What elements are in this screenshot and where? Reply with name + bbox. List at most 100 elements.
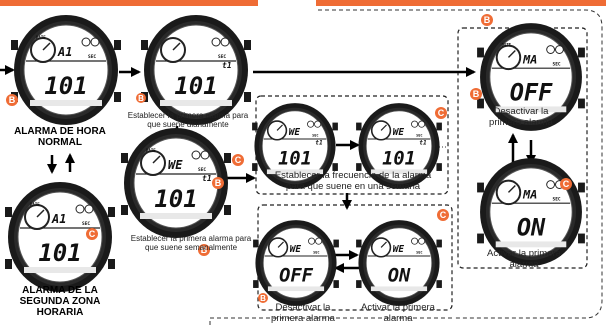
crown-button [578,233,585,244]
main-segment: 101 [382,149,416,170]
indicator-circle [191,150,201,160]
indicator-circle [411,120,419,128]
screen-bar [24,267,96,273]
crown-button [356,122,362,131]
mini-dial [370,237,392,258]
crown-button [224,205,231,215]
crown-button [224,153,231,163]
crown-button [114,92,121,102]
indicator-circle [220,37,230,47]
label-primera-diaria: Establecer la primera alarma para que su… [127,111,249,129]
svg-text:B: B [484,15,491,25]
header-bar-right [316,0,606,6]
mini-dial-hand [36,209,45,218]
crown-button [477,47,484,58]
svg-text:B: B [260,294,266,303]
crown-button [356,239,362,248]
mini-dial [495,44,522,71]
label-alarma-hora-normal: ALARMA DE HORA NORMAL [14,126,106,148]
badge-c-w6: C [435,107,447,119]
mini-dial [267,237,289,258]
indicator-circle [211,37,221,47]
crown-button [477,233,484,244]
svg-text:B: B [138,94,144,103]
screen-bar [160,100,232,106]
svg-text:C: C [440,210,447,220]
mini-dial-hand [380,241,387,248]
crown-button [252,122,258,131]
mini-dial-hand [276,124,283,131]
svg-text:C: C [563,179,570,189]
crown-button [356,163,362,171]
label-alarma-segunda-zona: ALARMA DE LA SEGUNDA ZONA HORARIA [19,285,101,318]
mini-dial-hand [507,50,516,58]
indicator-circle [546,180,556,189]
badge-b-w1: B [6,94,18,106]
bottom-dashed-connector [209,317,455,325]
svg-text:C: C [438,108,445,118]
screen-bar [140,213,212,219]
sec-label: SEC [416,134,422,138]
badge-c-w10: C [437,209,449,221]
crown-button [252,163,258,171]
indicator-circle [411,237,419,245]
svg-text:B: B [9,95,16,105]
indicator-circle [314,120,322,128]
crown-button [121,205,128,215]
crown-button [436,280,442,288]
top-segment: WE [290,244,302,255]
badge-b-w3: B [470,88,482,100]
badge-b-w4: B [212,177,224,189]
indicator-circle [315,237,323,245]
sub-segment: t1 [222,61,232,70]
main-segment: 101 [38,239,81,267]
mode-label: DATE [502,43,512,48]
screen-bar [30,100,102,106]
crown-button [333,280,339,288]
mode-label: DATE [30,202,40,207]
main-segment: OFF [510,79,553,107]
label-primera-semanal: Establecer la primera alarma para que su… [130,234,252,252]
crown-button [5,207,12,217]
screen-bar [266,169,324,175]
mini-dial-hand [277,241,284,248]
crown-button [253,239,259,248]
sec-label: SEC [313,251,319,255]
crown-button [121,153,128,163]
svg-text:B: B [473,89,480,99]
top-segment: WE [289,127,301,138]
main-segment: 101 [44,72,87,100]
mini-dial [495,179,522,206]
indicator-circle [418,237,426,245]
crown-button [108,259,115,269]
badge-c-w4: C [232,154,244,166]
crown-button [436,163,442,171]
badge-b-top-right: B [481,14,493,26]
mode-label: DATE [146,148,156,153]
crown-button [578,182,585,193]
indicator-circle [546,45,556,54]
sec-label: SEC [88,54,96,60]
top-segment: MA [522,187,537,201]
badge-b-bottom-left: B [198,244,210,256]
crown-button [332,122,338,131]
indicator-circle [418,120,426,128]
mini-dial-hand [380,124,387,131]
outer-dashed-boundary [318,9,603,319]
screen-bar [495,106,567,113]
screen-bar [495,241,567,248]
top-segment: WE [393,127,405,138]
indicator-circle [308,237,316,245]
sub-segment: t1 [419,138,427,146]
crown-button [578,47,585,58]
label-activar-primera-bottom: Activar la primera alarma [361,302,435,324]
sec-label: SEC [218,54,226,60]
